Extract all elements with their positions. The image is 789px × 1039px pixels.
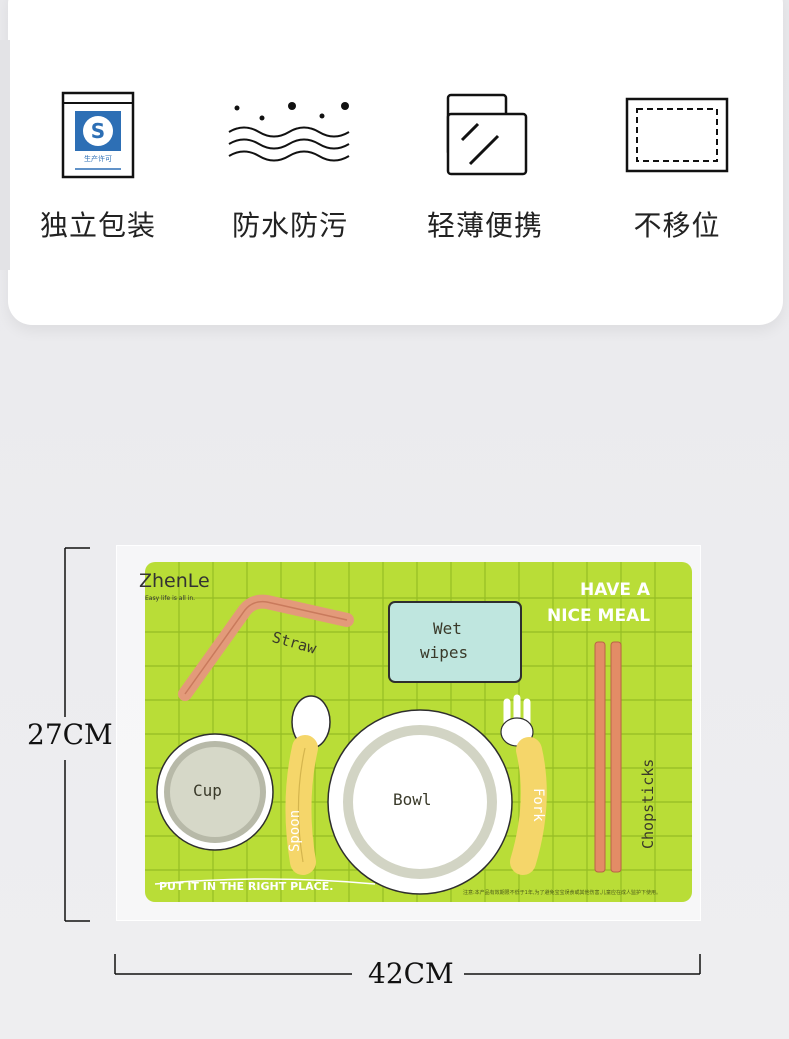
feature-label: 不移位 bbox=[633, 209, 721, 242]
feature-label: 独立包装 bbox=[39, 209, 156, 242]
headline-line-2: NICE MEAL bbox=[547, 606, 651, 626]
placemat-illustration bbox=[145, 562, 692, 902]
svg-text:S: S bbox=[91, 119, 105, 143]
straw-illustration bbox=[178, 594, 354, 701]
spoon-label: Spoon bbox=[287, 809, 303, 852]
chopsticks-label: Chopsticks bbox=[639, 758, 657, 849]
width-label: 42CM bbox=[368, 957, 454, 990]
feature-non-slip: 不移位 bbox=[582, 90, 772, 244]
wet-wipes-illustration bbox=[388, 601, 522, 683]
feature-portable: 轻薄便携 bbox=[390, 90, 580, 244]
cup-label: Cup bbox=[193, 781, 222, 800]
feature-label: 轻薄便携 bbox=[426, 209, 543, 242]
width-dimension-line bbox=[114, 954, 701, 975]
chopsticks-illustration bbox=[594, 641, 622, 873]
feature-label: 防水防污 bbox=[231, 209, 348, 242]
placemat-product: ZhenLe Easy life is all in. HAVE A NICE … bbox=[116, 545, 701, 921]
cup-illustration bbox=[156, 733, 274, 851]
brand-slogan: Easy life is all in. bbox=[145, 595, 196, 602]
wet-wipes-label-1: Wet bbox=[433, 619, 462, 638]
safety-notice: 注意:本产品有效期限不低于1年,为了避免宝宝误食或其他伤害,儿童应在成人监护下使… bbox=[463, 890, 662, 896]
fork-label: Fork bbox=[530, 788, 546, 822]
no-slip-icon bbox=[625, 97, 729, 173]
bowl-illustration bbox=[327, 709, 513, 895]
height-dimension-line bbox=[64, 547, 90, 922]
bowl-label: Bowl bbox=[393, 790, 432, 809]
feature-packaging: S 生产许可 独立包装 bbox=[3, 90, 193, 244]
feature-waterproof: 防水防污 bbox=[195, 90, 385, 244]
placemat-footer: PUT IT IN THE RIGHT PLACE. bbox=[159, 880, 334, 893]
fork-illustration bbox=[500, 694, 547, 875]
brand-logo: ZhenLe bbox=[139, 570, 210, 592]
height-label: 27CM bbox=[27, 718, 113, 751]
waterproof-icon bbox=[228, 102, 350, 162]
wet-wipes-label-2: wipes bbox=[420, 643, 469, 662]
qs-certification-icon: S 生产许可 bbox=[61, 91, 135, 179]
svg-text:生产许可: 生产许可 bbox=[84, 154, 112, 163]
headline-line-1: HAVE A bbox=[580, 580, 651, 600]
placemat: ZhenLe Easy life is all in. HAVE A NICE … bbox=[139, 562, 692, 902]
card-edge bbox=[0, 40, 10, 270]
spoon-illustration bbox=[285, 695, 331, 875]
thin-light-icon bbox=[446, 93, 528, 176]
